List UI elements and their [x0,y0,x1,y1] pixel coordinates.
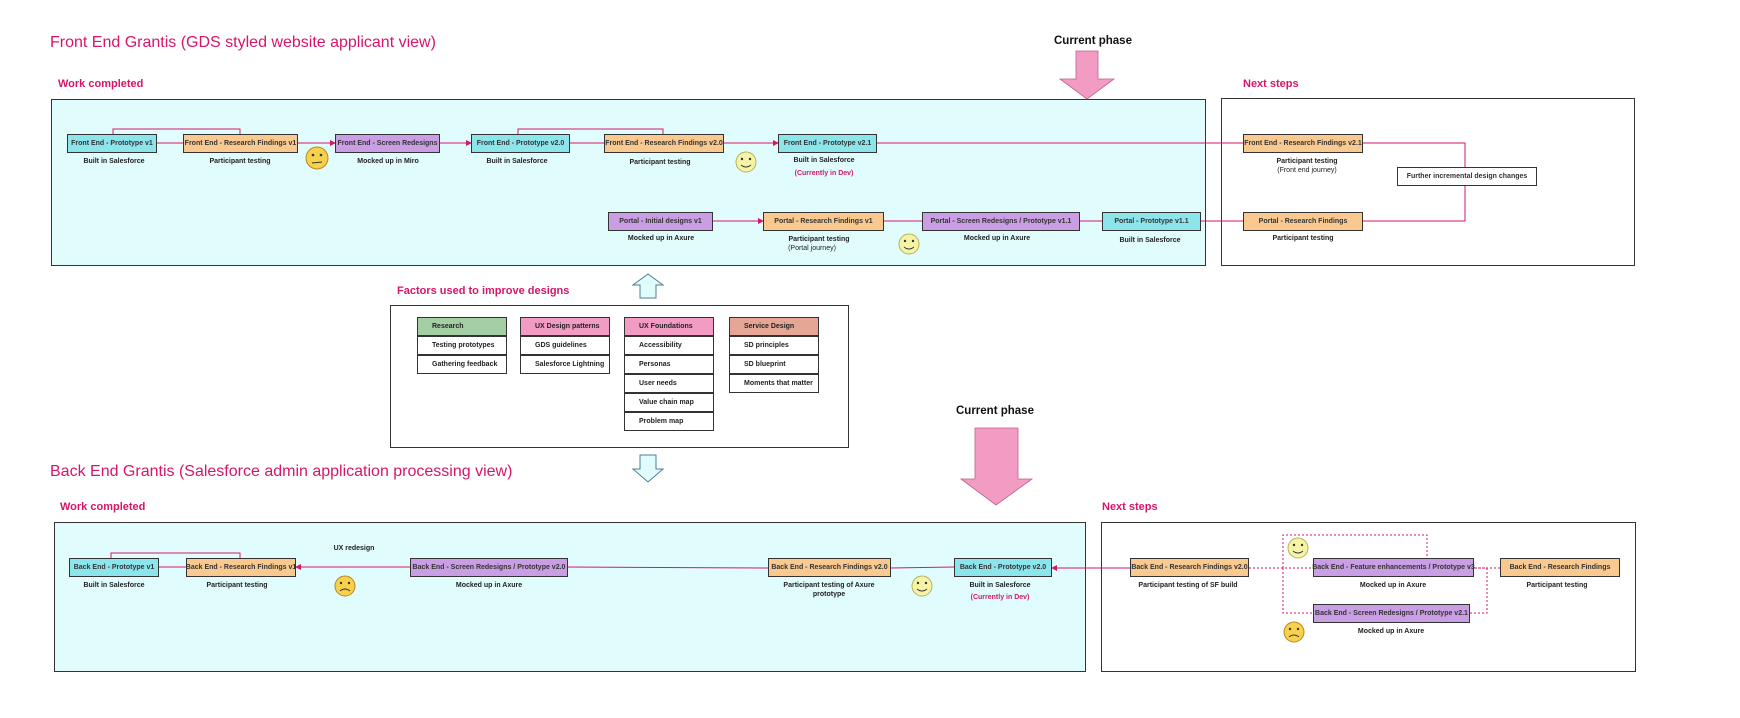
smile-face-icon [735,151,757,173]
front-current-phase-arrow-icon [1058,50,1116,100]
dashed-connector [1282,534,1428,568]
smile-face-icon [1287,537,1309,559]
dashed-connector [1282,568,1313,614]
front-prototype-v21-node[interactable]: Front End - Prototype v2.1 [778,134,877,153]
back-current-phase-arrow-icon [959,427,1034,506]
caption-in-dev: (Currently in Dev) [970,594,1030,601]
caption: (Front end journey) [1277,167,1337,174]
caption: Built in Salesforce [969,582,1031,589]
connector-line [1363,186,1466,222]
caption: Built in Salesforce [83,582,145,589]
caption: Participant testing [788,236,850,243]
connector-line [567,566,769,569]
front-current-phase-label: Current phase [1054,35,1132,47]
factor-item: GDS guidelines [520,336,610,355]
back-feature-enhancements-node[interactable]: Back End - Feature enhancements / Protot… [1312,558,1475,577]
sad-face-icon [334,575,356,597]
caption: Participant testing [629,159,691,166]
back-research-v20-node[interactable]: Back End - Research Findings v2.0 [768,558,891,577]
connector-line [110,552,241,558]
back-current-phase-label: Current phase [956,405,1034,417]
caption: Participant testing [209,158,271,165]
factor-head-ux-foundations: UX Foundations [624,317,714,336]
caption: Participant testing [1272,235,1334,242]
front-prototype-v1-node[interactable]: Front End - Prototype v1 [67,134,157,153]
next-front-research-v21-node[interactable]: Front End - Research Findings v2.1 [1243,134,1363,153]
factors-title: Factors used to improve designs [397,285,570,297]
caption: Mocked up in Axure [1357,628,1425,635]
factor-item: SD blueprint [729,355,819,374]
back-work-completed-label: Work completed [60,501,146,513]
front-prototype-v20-node[interactable]: Front End - Prototype v2.0 [471,134,570,153]
back-end-title: Back End Grantis (Salesforce admin appli… [50,463,513,480]
caption: Mocked up in Axure [963,235,1031,242]
front-screen-redesigns-node[interactable]: Front End - Screen Redesigns [335,134,440,153]
caption: Built in Salesforce [83,158,145,165]
back-work-panel [54,522,1086,672]
back-research-v1-node[interactable]: Back End - Research Findings v1 [186,558,296,577]
front-work-panel [51,99,1206,266]
next-back-research-node[interactable]: Back End - Research Findings [1500,558,1620,577]
factor-item: Testing prototypes [417,336,507,355]
caption: prototype [812,591,846,598]
factor-item: Value chain map [624,393,714,412]
connector-line [1363,142,1466,176]
sad-face-icon [1283,621,1305,643]
caption: Mocked up in Axure [1359,582,1427,589]
front-research-v1-node[interactable]: Front End - Research Findings v1 [183,134,298,153]
caption: Participant testing of SF build [1138,582,1238,589]
front-end-title: Front End Grantis (GDS styled website ap… [50,34,436,51]
caption: Mocked up in Axure [627,235,695,242]
connector-line [112,128,241,134]
factor-head-ux-design-patterns: UX Design patterns [520,317,610,336]
portal-initial-designs-node[interactable]: Portal - Initial designs v1 [608,212,713,231]
factor-item: Salesforce Lightning [520,355,610,374]
caption: Participant testing [1276,158,1338,165]
ux-redesign-label: UX redesign [333,545,375,552]
factor-item: Problem map [624,412,714,431]
back-screen-redesigns-v21-node[interactable]: Back End - Screen Redesigns / Prototype … [1313,604,1470,623]
dashed-connector [1470,567,1488,614]
smile-face-icon [911,575,933,597]
smile-face-icon [898,233,920,255]
factor-head-service-design: Service Design [729,317,819,336]
portal-screen-redesigns-node[interactable]: Portal - Screen Redesigns / Prototype v1… [922,212,1080,231]
caption: Participant testing [1526,582,1588,589]
caption: (Portal journey) [788,245,836,252]
hollow-arrow-down-icon [631,454,665,483]
front-work-completed-label: Work completed [58,78,144,90]
caption: Built in Salesforce [1119,237,1181,244]
caption: Mocked up in Miro [357,158,419,165]
next-portal-research-node[interactable]: Portal - Research Findings [1243,212,1363,231]
factor-item: User needs [624,374,714,393]
caption: Built in Salesforce [486,158,548,165]
neutral-face-icon [305,146,329,170]
connector-line [890,566,955,569]
back-next-panel [1101,522,1636,672]
portal-prototype-v11-node[interactable]: Portal - Prototype v1.1 [1102,212,1201,231]
back-screen-redesigns-v20-node[interactable]: Back End - Screen Redesigns / Prototype … [410,558,568,577]
front-next-steps-label: Next steps [1243,78,1299,90]
back-prototype-v1-node[interactable]: Back End - Prototype v1 [69,558,159,577]
front-research-v20-node[interactable]: Front End - Research Findings v2.0 [604,134,724,153]
factor-item: SD principles [729,336,819,355]
back-next-steps-label: Next steps [1102,501,1158,513]
factor-item: Gathering feedback [417,355,507,374]
next-back-research-v20-node[interactable]: Back End - Research Findings v2.0 [1130,558,1249,577]
hollow-arrow-up-icon [631,273,665,299]
factor-item: Moments that matter [729,374,819,393]
caption: Built in Salesforce [793,157,855,164]
further-design-changes-node[interactable]: Further incremental design changes [1397,167,1537,186]
connector-line [517,128,664,134]
factor-item: Accessibility [624,336,714,355]
caption: Participant testing of Axure [783,582,875,589]
caption-in-dev: (Currently in Dev) [794,170,854,177]
back-prototype-v20-node[interactable]: Back End - Prototype v2.0 [954,558,1052,577]
portal-research-v1-node[interactable]: Portal - Research Findings v1 [763,212,884,231]
factor-head-research: Research [417,317,507,336]
factor-item: Personas [624,355,714,374]
caption: Mocked up in Axure [455,582,523,589]
caption: Participant testing [206,582,268,589]
